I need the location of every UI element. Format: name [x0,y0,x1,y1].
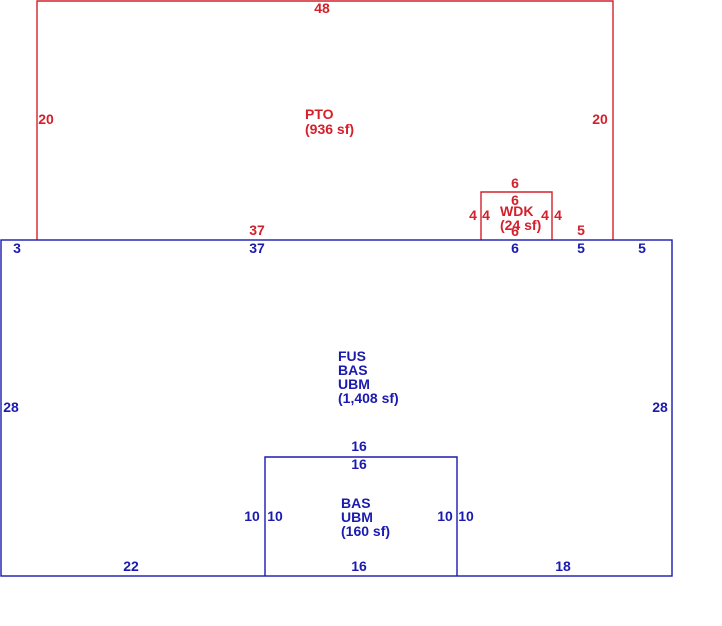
pto-dim-bottom: 37 [249,222,265,238]
main-dim-top-right: 5 [638,240,646,256]
main-code-label-2: BAS [338,362,368,378]
wdk-dim-right-inner: 4 [541,207,549,223]
main-dim-bottom-left: 22 [123,558,139,574]
pto-dim-bottom-right: 5 [577,222,585,238]
sub-code-label-2: UBM [341,509,373,525]
wdk-area: 6 6 4 4 4 4 6 WDK (24 sf) [469,175,562,240]
sub-dim-left-outer: 10 [244,508,260,524]
main-dim-right: 28 [652,399,668,415]
pto-dim-right: 20 [592,111,608,127]
sub-code-label-1: BAS [341,495,371,511]
wdk-code-label: WDK [500,203,533,219]
sub-outline [264,456,458,576]
main-area: 3 37 6 5 5 28 28 22 18 FUS BAS UBM (1,40… [0,239,673,577]
pto-dim-top: 48 [314,0,330,16]
main-area-label: (1,408 sf) [338,390,399,406]
main-dim-top-mid: 37 [249,240,265,256]
wdk-dim-top: 6 [511,175,519,191]
main-dim-left: 28 [3,399,19,415]
pto-area: 48 20 20 37 5 PTO (936 sf) [36,0,614,240]
sub-dim-right-outer: 10 [458,508,474,524]
main-dim-top-wdk: 6 [511,240,519,256]
pto-dim-left: 20 [38,111,54,127]
sub-area: 16 16 10 10 10 10 16 BAS UBM (160 sf) [244,438,474,576]
main-dim-top-left: 3 [13,240,21,256]
pto-outline [36,0,614,240]
wdk-dim-top-inner: 6 [511,192,519,208]
main-dim-bottom-right: 18 [555,558,571,574]
wdk-dim-right: 4 [554,207,562,223]
wdk-dim-bottom-inner: 6 [511,223,519,239]
sub-dim-right-inner: 10 [437,508,453,524]
sub-dim-left-inner: 10 [267,508,283,524]
pto-code-label: PTO [305,106,334,122]
sub-area-label: (160 sf) [341,523,390,539]
main-outline [0,239,673,577]
sub-dim-bottom: 16 [351,558,367,574]
main-code-label-3: UBM [338,376,370,392]
main-dim-top-pto: 5 [577,240,585,256]
main-code-label-1: FUS [338,348,366,364]
wdk-area-label: (24 sf) [500,217,541,233]
sub-dim-top-inner: 16 [351,456,367,472]
wdk-dim-left: 4 [469,207,477,223]
sub-dim-top-outer: 16 [351,438,367,454]
pto-area-label: (936 sf) [305,121,354,137]
wdk-dim-left-inner: 4 [482,207,490,223]
wdk-outline [480,191,553,240]
